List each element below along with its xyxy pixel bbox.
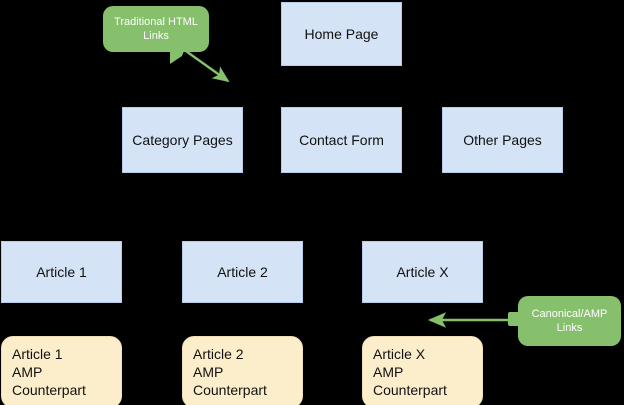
page-box-label: Other Pages <box>463 131 542 148</box>
page-box-label: Home Page <box>304 25 379 42</box>
amp-box-article-1-amp: Article 1 AMP Counterpart <box>1 336 122 405</box>
callout-traditional-html-links: Traditional HTML Links <box>103 6 209 52</box>
arrow-traditional-html-links <box>182 48 230 83</box>
article-box-article-1: Article 1 <box>1 241 122 303</box>
amp-box-article-x-amp: Article X AMP Counterpart <box>362 336 483 405</box>
page-box-label: Category Pages <box>132 131 233 148</box>
article-box-article-2: Article 2 <box>182 241 303 303</box>
page-box-label: Contact Form <box>299 131 384 148</box>
article-box-label: Article X <box>396 263 449 280</box>
amp-box-line-3: Counterpart <box>193 382 267 399</box>
callout-line-2: Links <box>556 322 583 334</box>
amp-box-line-3: Counterpart <box>12 382 86 399</box>
callout-line-2: Links <box>143 30 169 42</box>
amp-box-article-2-amp: Article 2 AMP Counterpart <box>182 336 303 405</box>
amp-box-line-2: AMP <box>373 363 404 380</box>
callout-canonical-amp-links: Canonical/AMP Links <box>518 296 621 346</box>
amp-box-line-3: Counterpart <box>373 382 447 399</box>
article-box-article-x: Article X <box>362 241 483 303</box>
callout-line-1: Traditional HTML <box>114 15 198 28</box>
callout-line-1: Canonical/AMP <box>531 307 608 320</box>
amp-box-line-1: Article 1 <box>12 345 63 362</box>
amp-box-line-2: AMP <box>193 363 224 380</box>
page-box-contact-form: Contact Form <box>281 107 402 173</box>
article-box-label: Article 2 <box>217 263 268 280</box>
page-box-other-pages: Other Pages <box>442 107 563 173</box>
amp-box-line-2: AMP <box>12 363 43 380</box>
page-box-category-pages: Category Pages <box>122 107 243 173</box>
article-box-label: Article 1 <box>36 263 87 280</box>
page-box-home-page: Home Page <box>281 2 402 66</box>
amp-box-line-1: Article X <box>373 345 426 362</box>
amp-box-line-1: Article 2 <box>193 345 244 362</box>
